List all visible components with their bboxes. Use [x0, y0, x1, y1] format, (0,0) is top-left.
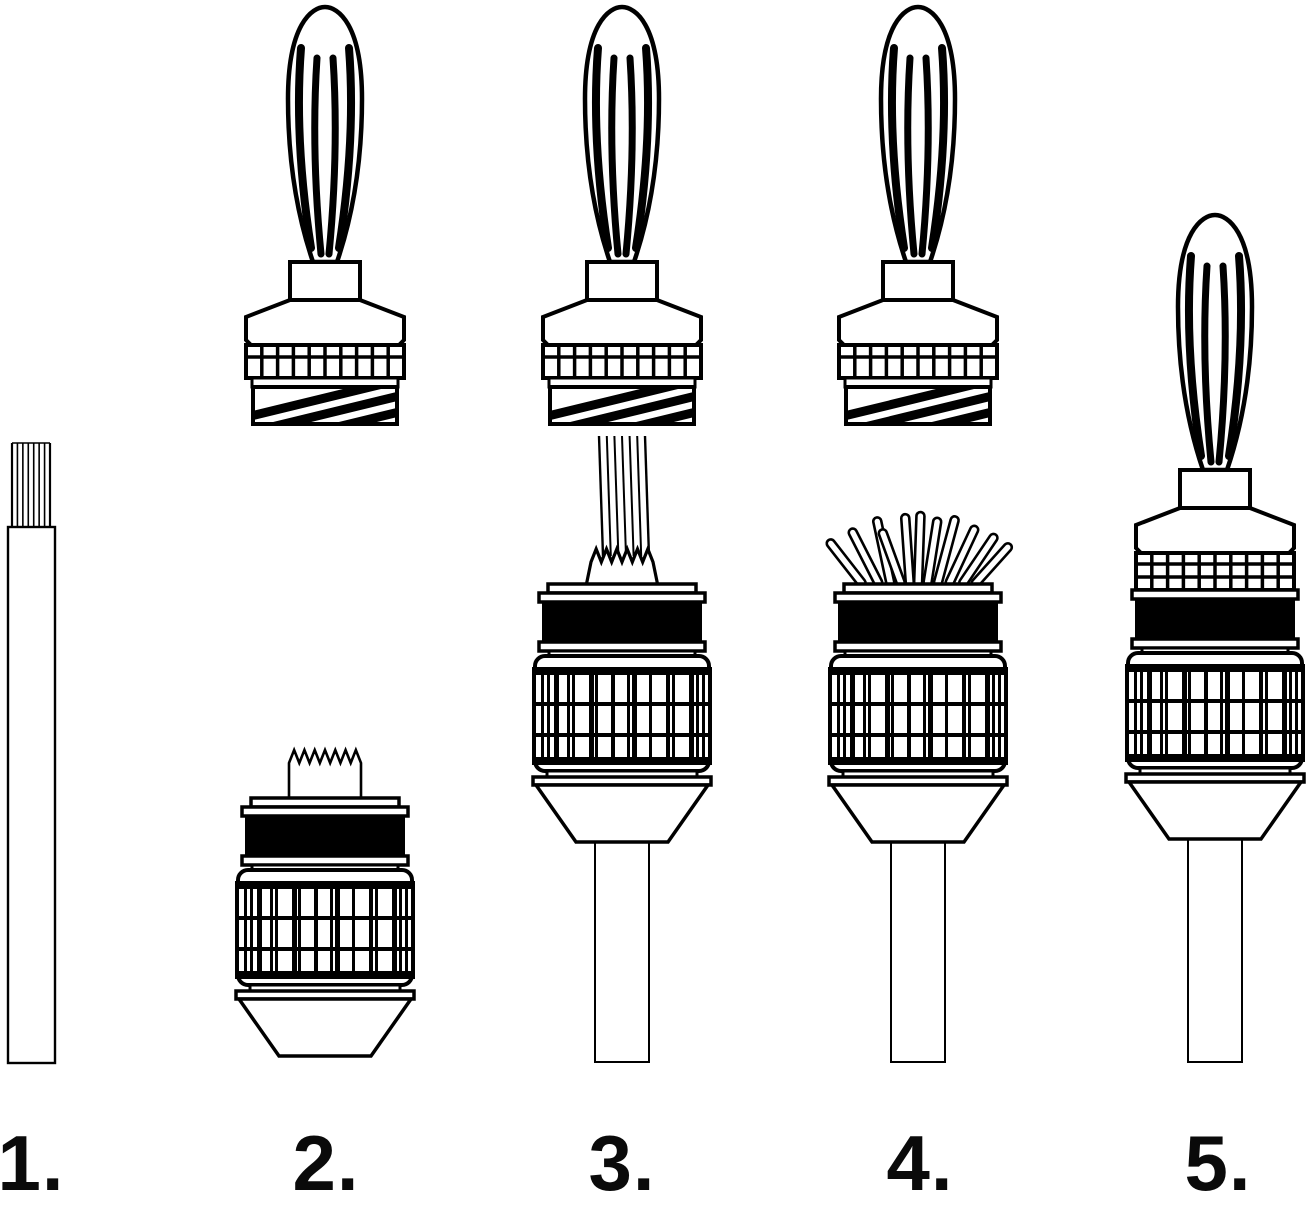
step-5-assembled-plug [1124, 212, 1306, 1063]
step-4-connector-body [825, 510, 1014, 1063]
step-label-1: 1. [0, 1119, 65, 1207]
step-label-4: 4. [886, 1119, 954, 1207]
step-label-5: 5. [1184, 1119, 1252, 1207]
step-3-plug-tip [541, 4, 703, 426]
step-3-connector-body [531, 435, 713, 1063]
step-label-2: 2. [292, 1119, 360, 1207]
step-1-stripped-wire [6, 442, 57, 1065]
step-2-connector-body [234, 746, 416, 1058]
step-label-3: 3. [588, 1119, 656, 1207]
step-2-plug-tip [244, 4, 406, 426]
step-4-plug-tip [837, 4, 999, 426]
